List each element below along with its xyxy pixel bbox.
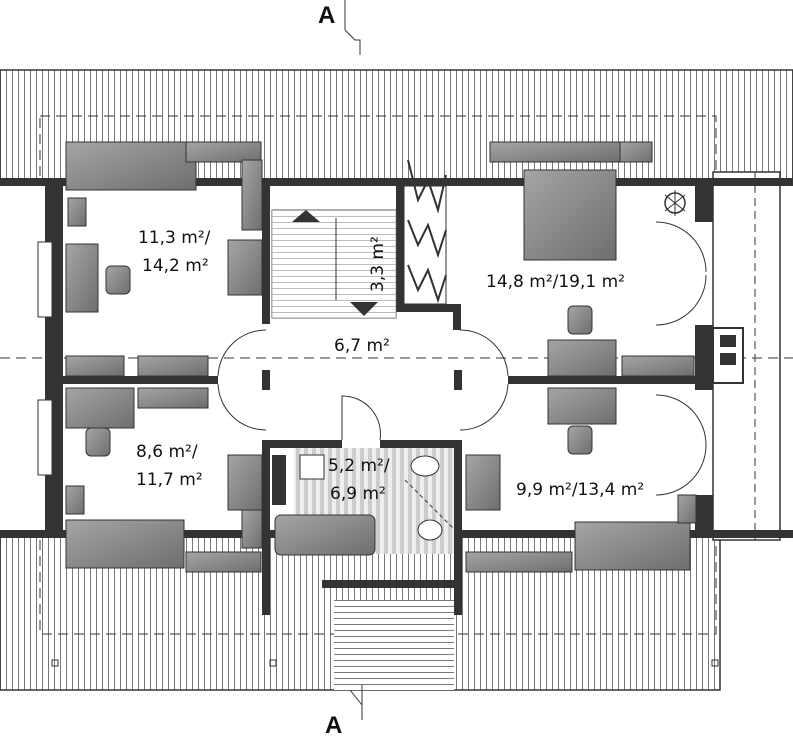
section-marker-bottom (349, 685, 363, 720)
left-windows (37, 241, 53, 476)
room-area2-bedroom-nw: 14,2 m² (142, 256, 209, 276)
room-area-bedroom-se: 9,9 m²/13,4 m² (516, 480, 645, 500)
room-area-hall: 6,7 m² (334, 336, 390, 356)
bathroom (272, 448, 456, 556)
section-label-top: A (318, 2, 336, 29)
room-area-stair: 3,3 m² (368, 236, 388, 292)
section-marker-top (344, 0, 361, 55)
room-area-bath: 5,2 m²/ (328, 456, 390, 476)
plant-icon (664, 190, 686, 216)
room-area-bedroom-ne: 14,8 m²/19,1 m² (486, 272, 625, 292)
room-area-bedroom-nw: 11,3 m²/ (138, 228, 211, 248)
doors (217, 221, 707, 496)
room-area2-bath: 6,9 m² (330, 484, 386, 504)
staircase (271, 209, 397, 319)
section-label-bottom: A (325, 712, 343, 739)
furniture (65, 141, 697, 573)
chairs (85, 265, 593, 457)
room-area2-bedroom-sw: 11,7 m² (136, 470, 203, 490)
interior-walls (63, 186, 695, 615)
wardrobe (403, 159, 447, 305)
chimney (712, 327, 744, 384)
room-area-bedroom-sw: 8,6 m²/ (136, 442, 198, 462)
